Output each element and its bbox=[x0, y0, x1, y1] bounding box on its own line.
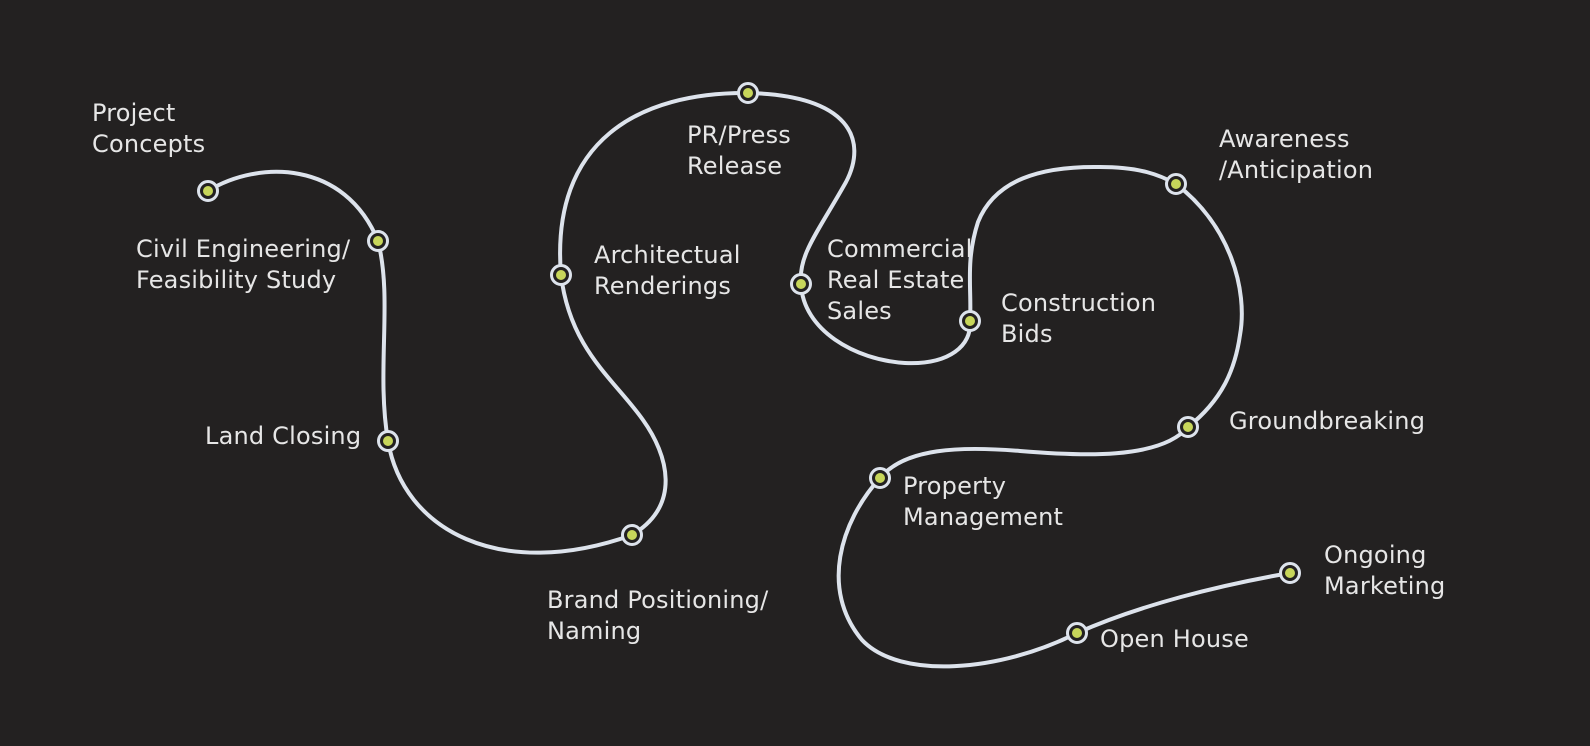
step-label-groundbreaking: Groundbreaking bbox=[1229, 406, 1425, 437]
step-node-groundbreaking bbox=[1177, 416, 1199, 438]
step-label-line: Brand Positioning/ bbox=[547, 586, 769, 614]
step-label-line: PR/Press bbox=[687, 121, 791, 149]
step-node-construction-bids bbox=[959, 310, 981, 332]
step-label-line: Sales bbox=[827, 297, 892, 325]
step-label-line: Open House bbox=[1100, 625, 1249, 653]
step-label-line: Property bbox=[903, 472, 1007, 500]
step-node-dot bbox=[1183, 422, 1193, 432]
step-node-ongoing-marketing bbox=[1279, 562, 1301, 584]
step-node-dot bbox=[1072, 628, 1082, 638]
step-label-awareness-anticipation: Awareness/Anticipation bbox=[1219, 124, 1373, 186]
step-label-line: Feasibility Study bbox=[136, 266, 337, 294]
step-node-land-closing bbox=[377, 430, 399, 452]
step-node-awareness-anticipation bbox=[1165, 173, 1187, 195]
step-label-line: Ongoing bbox=[1324, 541, 1427, 569]
step-node-dot bbox=[796, 279, 806, 289]
step-label-brand-positioning: Brand Positioning/Naming bbox=[547, 585, 768, 647]
step-label-line: Renderings bbox=[594, 272, 732, 300]
step-node-dot bbox=[373, 236, 383, 246]
step-label-line: Concepts bbox=[92, 130, 206, 158]
step-label-line: /Anticipation bbox=[1219, 156, 1374, 184]
step-label-line: Construction bbox=[1001, 289, 1157, 317]
step-label-line: Management bbox=[903, 503, 1064, 531]
step-node-brand-positioning bbox=[621, 524, 643, 546]
step-node-dot bbox=[203, 186, 213, 196]
step-node-architectural-renderings bbox=[550, 264, 572, 286]
step-node-dot bbox=[743, 88, 753, 98]
step-node-project-concepts bbox=[197, 180, 219, 202]
step-node-commercial-real-estate-sales bbox=[790, 273, 812, 295]
step-node-civil-engineering bbox=[367, 230, 389, 252]
step-label-line: Project bbox=[92, 99, 176, 127]
step-label-line: Groundbreaking bbox=[1229, 407, 1426, 435]
step-node-dot bbox=[1171, 179, 1181, 189]
step-node-dot bbox=[965, 316, 975, 326]
step-label-line: Release bbox=[687, 152, 783, 180]
step-node-open-house bbox=[1066, 622, 1088, 644]
step-label-land-closing: Land Closing bbox=[205, 421, 361, 452]
step-label-line: Awareness bbox=[1219, 125, 1350, 153]
step-label-line: Civil Engineering/ bbox=[136, 235, 351, 263]
step-node-dot bbox=[1285, 568, 1295, 578]
step-label-line: Naming bbox=[547, 617, 642, 645]
step-node-property-management bbox=[869, 467, 891, 489]
step-node-dot bbox=[627, 530, 637, 540]
step-label-line: Marketing bbox=[1324, 572, 1446, 600]
step-label-open-house: Open House bbox=[1100, 624, 1249, 655]
step-label-line: Commercial bbox=[827, 235, 973, 263]
step-node-pr-press-release bbox=[737, 82, 759, 104]
step-label-line: Real Estate bbox=[827, 266, 965, 294]
step-label-line: Architectual bbox=[594, 241, 741, 269]
step-label-line: Land Closing bbox=[205, 422, 362, 450]
step-node-dot bbox=[875, 473, 885, 483]
step-label-line: Bids bbox=[1001, 320, 1053, 348]
step-label-civil-engineering: Civil Engineering/Feasibility Study bbox=[136, 234, 350, 296]
step-node-dot bbox=[556, 270, 566, 280]
step-node-dot bbox=[383, 436, 393, 446]
